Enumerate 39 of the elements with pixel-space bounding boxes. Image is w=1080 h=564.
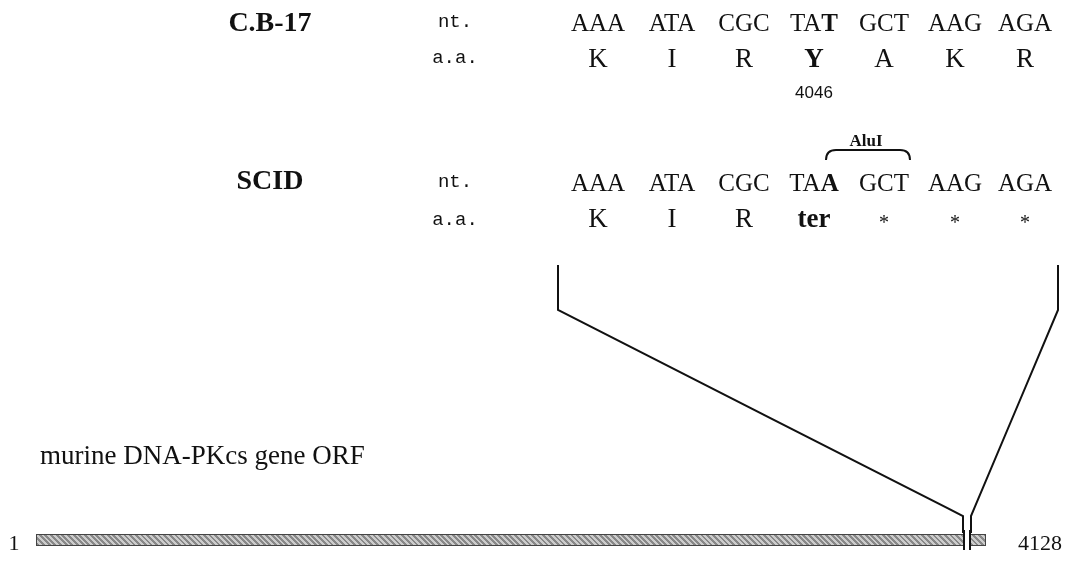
row-label: nt.: [437, 12, 473, 32]
row-label: nt.: [437, 172, 473, 192]
residue-number: 4046: [795, 83, 833, 101]
amino-acid: I: [667, 204, 677, 232]
amino-acid: K: [588, 44, 608, 72]
amino-acid: K: [588, 204, 608, 232]
amino-acid: R: [735, 44, 753, 72]
amino-acid: Y: [804, 44, 824, 72]
strain-label: SCID: [236, 166, 304, 194]
stop-codon-label: ter: [797, 204, 831, 232]
enzyme-label: AluI: [849, 131, 883, 149]
truncation-mark: *: [950, 212, 960, 232]
amino-acid: A: [874, 44, 894, 72]
row-label: a.a.: [432, 210, 478, 230]
codon: GCT: [859, 9, 909, 35]
amino-acid: R: [735, 204, 753, 232]
codon: AAA: [570, 169, 626, 195]
position-number: 4128: [1018, 532, 1062, 554]
row-label: a.a.: [432, 48, 478, 68]
codon: AAG: [927, 169, 983, 195]
codon: AGA: [997, 9, 1053, 35]
codon: TAA: [789, 169, 839, 195]
amino-acid: R: [1016, 44, 1034, 72]
strain-label: C.B-17: [228, 8, 312, 36]
codon: AAG: [927, 9, 983, 35]
truncation-mark: *: [1020, 212, 1030, 232]
codon: TAT: [790, 9, 838, 35]
codon: ATA: [648, 9, 696, 35]
gene-label: murine DNA-PKcs gene ORF: [40, 441, 365, 469]
codon: ATA: [648, 169, 696, 195]
codon: CGC: [718, 9, 770, 35]
amino-acid: K: [945, 44, 965, 72]
codon: AGA: [997, 169, 1053, 195]
amino-acid: I: [667, 44, 677, 72]
position-number: 1: [8, 532, 20, 554]
truncation-mark: *: [879, 212, 889, 232]
codon: CGC: [718, 169, 770, 195]
codon: AAA: [570, 9, 626, 35]
codon: GCT: [859, 169, 909, 195]
